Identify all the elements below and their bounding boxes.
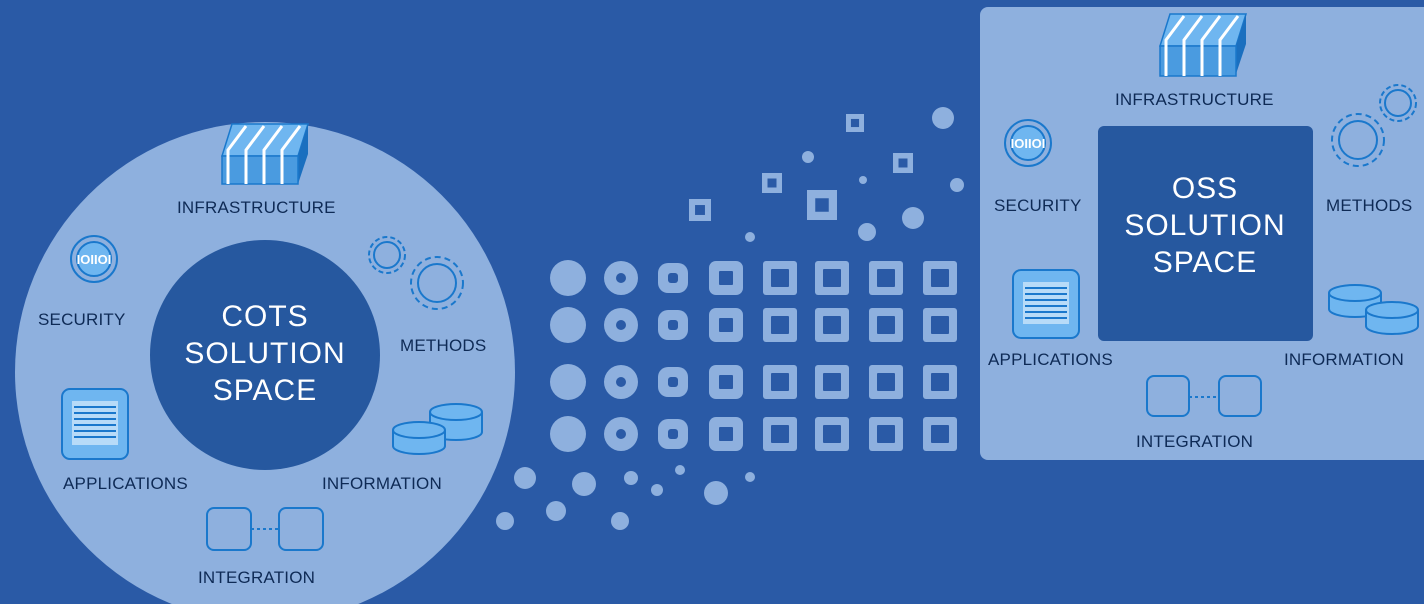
- pattern-dot-hole: [616, 377, 626, 387]
- oss-core-square: [1098, 126, 1313, 341]
- pattern-square-hole: [823, 425, 841, 443]
- cots-integration-label: INTEGRATION: [198, 568, 316, 587]
- database-icon: [392, 403, 483, 455]
- pattern-dot: [572, 472, 596, 496]
- pattern-square-hole: [771, 425, 789, 443]
- gears-icon: [368, 236, 464, 310]
- oss-core-line-3: SPACE: [1152, 246, 1258, 279]
- document-icon: [1012, 269, 1080, 339]
- pattern-dot: [550, 364, 586, 400]
- pattern-square-hole: [695, 205, 705, 215]
- pattern-dot: [550, 260, 586, 296]
- pattern-dot: [546, 501, 566, 521]
- binary-shield-icon: IOIIOI: [1004, 119, 1052, 167]
- pattern-square-hole: [877, 425, 895, 443]
- transition-pattern: [496, 107, 964, 530]
- pattern-dot: [950, 178, 964, 192]
- link-icon: [206, 507, 324, 551]
- oss-core-line-1: OSS: [1171, 172, 1239, 205]
- oss-information-label: INFORMATION: [1284, 350, 1404, 369]
- pattern-square-hole: [767, 178, 777, 188]
- oss-applications-label: APPLICATIONS: [988, 350, 1113, 369]
- cots-infrastructure-label: INFRASTRUCTURE: [177, 198, 336, 217]
- pattern-square-hole: [931, 425, 949, 443]
- pattern-square-hole: [668, 320, 678, 330]
- pattern-dot-hole: [616, 429, 626, 439]
- pattern-dot: [932, 107, 954, 129]
- oss-infrastructure-label: INFRASTRUCTURE: [1115, 90, 1274, 109]
- pattern-dot: [704, 481, 728, 505]
- pattern-dot: [611, 512, 629, 530]
- pattern-dot-hole: [616, 320, 626, 330]
- cots-methods-label: METHODS: [400, 336, 487, 355]
- pattern-square-hole: [771, 269, 789, 287]
- pattern-square-hole: [931, 373, 949, 391]
- binary-shield-icon: IOIIOI: [70, 235, 118, 283]
- gears-icon: [1331, 84, 1417, 167]
- link-icon: [1146, 375, 1262, 417]
- pattern-square-hole: [719, 271, 733, 285]
- pattern-square-hole: [877, 269, 895, 287]
- cots-core-line-2: SOLUTION: [184, 337, 346, 370]
- pattern-square-hole: [931, 269, 949, 287]
- pattern-dot: [858, 223, 876, 241]
- pattern-dot: [902, 207, 924, 229]
- pattern-dot: [550, 307, 586, 343]
- pattern-square-hole: [719, 375, 733, 389]
- cots-core-circle: [150, 240, 380, 470]
- pattern-dot: [624, 471, 638, 485]
- svg-text:IOIIOI: IOIIOI: [77, 252, 112, 267]
- document-icon: [61, 388, 129, 460]
- pattern-square-hole: [877, 373, 895, 391]
- pattern-square-hole: [668, 377, 678, 387]
- pattern-square-hole: [823, 316, 841, 334]
- pattern-dot: [514, 467, 536, 489]
- pattern-square-hole: [771, 373, 789, 391]
- cots-core-line-3: SPACE: [212, 374, 318, 407]
- svg-text:IOIIOI: IOIIOI: [1011, 136, 1046, 151]
- pattern-dot-hole: [616, 273, 626, 283]
- pattern-dot: [859, 176, 867, 184]
- oss-core-title: OSS SOLUTION SPACE: [1105, 170, 1305, 281]
- pattern-square-hole: [668, 429, 678, 439]
- pattern-square-hole: [771, 316, 789, 334]
- cots-core-line-1: COTS: [221, 300, 309, 333]
- oss-methods-label: METHODS: [1326, 196, 1413, 215]
- cots-core-title: COTS SOLUTION SPACE: [165, 298, 365, 409]
- oss-integration-label: INTEGRATION: [1136, 432, 1254, 451]
- pattern-square-hole: [668, 273, 678, 283]
- pattern-square-hole: [823, 269, 841, 287]
- oss-security-label: SECURITY: [994, 196, 1082, 215]
- pattern-dot: [651, 484, 663, 496]
- pattern-square-hole: [931, 316, 949, 334]
- server-rack-icon: [1158, 13, 1248, 77]
- server-rack-icon: [220, 123, 310, 185]
- pattern-square-hole: [719, 318, 733, 332]
- pattern-dot: [802, 151, 814, 163]
- pattern-square-hole: [898, 158, 908, 168]
- database-icon: [1328, 284, 1419, 335]
- pattern-dot: [745, 472, 755, 482]
- pattern-dot: [675, 465, 685, 475]
- oss-core-line-2: SOLUTION: [1124, 209, 1286, 242]
- cots-security-label: SECURITY: [38, 310, 126, 329]
- pattern-square-hole: [823, 373, 841, 391]
- pattern-dot: [550, 416, 586, 452]
- pattern-dot: [496, 512, 514, 530]
- pattern-square-hole: [877, 316, 895, 334]
- pattern-dot: [745, 232, 755, 242]
- pattern-square-hole: [719, 427, 733, 441]
- pattern-square-hole: [815, 198, 829, 212]
- pattern-square-hole: [850, 118, 860, 128]
- cots-applications-label: APPLICATIONS: [63, 474, 188, 493]
- cots-information-label: INFORMATION: [322, 474, 442, 493]
